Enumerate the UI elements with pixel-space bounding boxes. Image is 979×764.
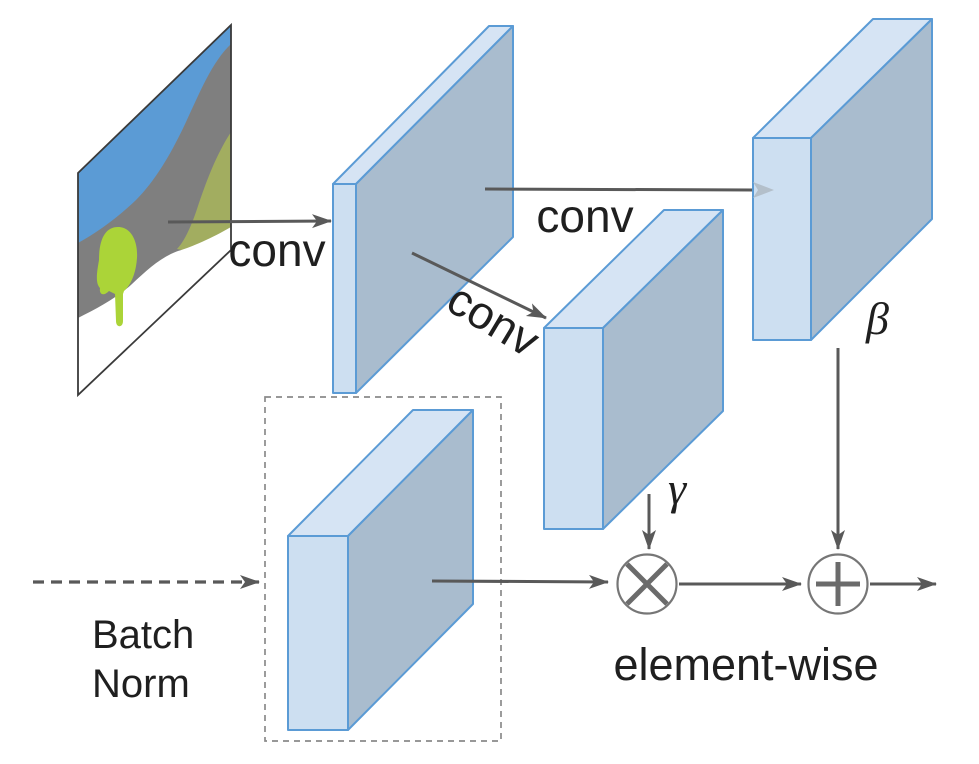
segmap-tree-region [96,227,138,327]
arrow-image-to-conv [167,214,332,229]
conv-label-input: conv [228,224,325,276]
beta-feature-block [752,18,933,341]
multiply-node [616,553,678,615]
arrow-conv-to-gamma-block [411,251,547,320]
arrow-conv-to-beta-block [484,187,754,192]
conv-feature-block-front-face [332,183,357,394]
batch-norm-label-line1: Batch [92,613,194,657]
segmap-border [77,22,232,398]
gamma-label: γ [668,463,688,514]
beta-block-front-face [752,137,812,341]
batch-norm-label-line2: Norm [92,662,190,706]
multiply-icon [625,562,669,606]
element-wise-label: element-wise [613,639,878,690]
segmentation-map-image [77,22,232,398]
segmap-sky-region [78,25,231,243]
batchnorm-dashed-box [264,396,502,742]
segmap-snow-region [78,227,231,395]
batchnorm-block-front-face [287,535,349,731]
conv-feature-block [332,25,514,394]
gamma-block-front-face [543,327,604,530]
gamma-feature-block [543,209,724,530]
beta-label: β [865,293,889,344]
add-node [807,553,869,615]
batchnorm-feature-block [287,409,474,731]
add-icon [816,562,860,606]
conv-label-top: conv [536,190,633,242]
arrow-batchnorm-to-multiply [431,574,609,589]
faded-arrowhead [753,182,774,198]
